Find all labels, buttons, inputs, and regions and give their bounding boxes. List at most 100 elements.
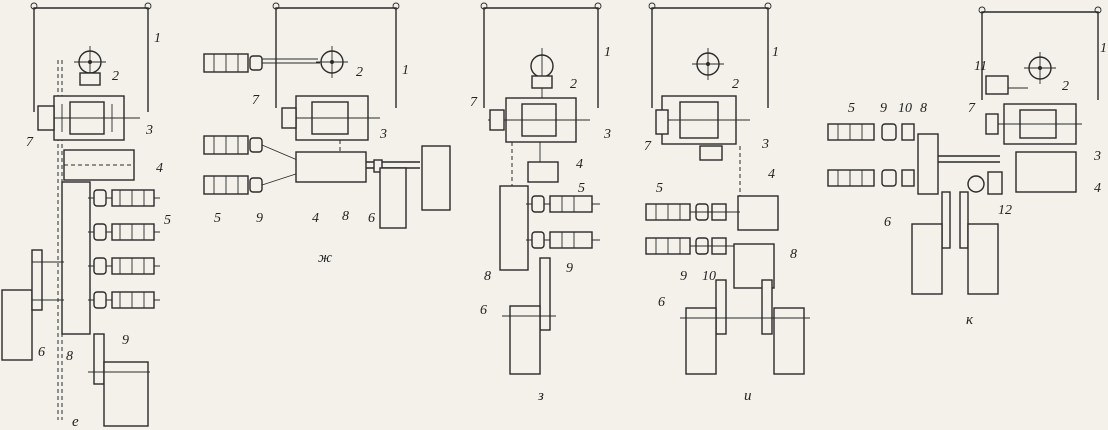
frame-1 (272, 2, 400, 108)
label-5: 5 (578, 181, 585, 196)
label-1: 1 (402, 63, 409, 78)
cutting-heads-5 (526, 195, 600, 249)
motor-2 (316, 46, 348, 78)
label-5: 5 (164, 213, 171, 228)
panel-caption: к (966, 312, 974, 328)
crawler-6 (379, 145, 451, 229)
label-9: 9 (566, 261, 573, 276)
label-2: 2 (112, 69, 119, 84)
label-4: 4 (768, 167, 775, 182)
label-2: 2 (732, 77, 739, 92)
cutting-heads-5 (827, 123, 915, 187)
panel-i-labels: 1 2 3 4 5 6 7 8 9 10 и (644, 45, 797, 404)
label-3: 3 (1093, 149, 1101, 164)
label-6: 6 (38, 345, 45, 360)
label-10: 10 (702, 269, 716, 284)
label-7: 7 (968, 101, 976, 116)
label-3: 3 (603, 127, 611, 142)
unit-3 (656, 95, 750, 145)
cutting-heads-5 (203, 135, 303, 195)
label-7: 7 (470, 95, 478, 110)
panel-caption: и (744, 388, 752, 404)
label-1: 1 (1100, 41, 1107, 56)
label-7: 7 (252, 93, 260, 108)
label-8: 8 (66, 349, 73, 364)
unit-3 (40, 95, 140, 141)
label-4: 4 (312, 211, 319, 226)
label-6: 6 (480, 303, 487, 318)
crawler-6 (911, 191, 999, 295)
label-3: 3 (761, 137, 769, 152)
label-2: 2 (356, 65, 363, 80)
label-5: 5 (656, 181, 663, 196)
label-2: 2 (1062, 79, 1069, 94)
unit-4 (63, 149, 135, 181)
crawler-6 (1, 249, 64, 361)
label-9: 9 (880, 101, 887, 116)
label-8: 8 (484, 269, 491, 284)
panel-caption: ж (318, 250, 332, 266)
distributor-8 (917, 133, 1000, 195)
cutting-heads-5 (645, 203, 740, 255)
frame-1 (978, 6, 1102, 100)
label-2: 2 (570, 77, 577, 92)
label-6: 6 (884, 215, 891, 230)
label-4: 4 (156, 161, 163, 176)
unit-3 (488, 97, 590, 143)
label-5: 5 (848, 101, 855, 116)
panel-caption: е (72, 414, 79, 430)
panel-zh-labels: 1 2 3 4 5 6 7 8 9 ж (214, 63, 409, 266)
unit-7 (281, 107, 297, 129)
crawler-6 (680, 279, 810, 375)
unit-12 (967, 171, 1003, 195)
motor-2 (530, 48, 554, 98)
unit-4 (737, 146, 779, 231)
label-10: 10 (898, 101, 912, 116)
unit-7 (489, 109, 505, 131)
label-9: 9 (122, 333, 129, 348)
label-1: 1 (772, 45, 779, 60)
crawler-bottom (88, 333, 150, 427)
panel-z: 1 2 3 4 5 6 7 8 9 з (470, 2, 611, 404)
label-6: 6 (368, 211, 375, 226)
panel-caption: з (537, 388, 544, 404)
unit-7 (655, 109, 669, 135)
label-6: 6 (658, 295, 665, 310)
panel-e-labels: 1 2 3 4 5 6 7 8 9 е (26, 31, 171, 430)
motor-2 (74, 46, 106, 86)
label-4: 4 (576, 157, 583, 172)
label-3: 3 (379, 127, 387, 142)
label-8: 8 (920, 101, 927, 116)
distributor-8 (499, 142, 529, 271)
label-9: 9 (680, 269, 687, 284)
frame-1 (480, 2, 602, 108)
label-5: 5 (214, 211, 221, 226)
label-7: 7 (644, 139, 652, 154)
unit-7 (37, 105, 55, 131)
label-3: 3 (145, 123, 153, 138)
panel-k: 1 2 3 4 5 6 7 8 9 10 11 12 к (827, 6, 1107, 328)
panel-k-labels: 1 2 3 4 5 6 7 8 9 10 11 12 к (848, 41, 1107, 328)
frame-1 (648, 2, 772, 108)
label-8: 8 (790, 247, 797, 262)
motor-2 (1024, 52, 1056, 84)
unit-7 (985, 113, 999, 135)
label-11: 11 (974, 59, 987, 74)
panel-zh: 1 2 3 4 5 6 7 8 9 ж (203, 2, 451, 266)
panel-e: 1 2 3 4 5 6 7 8 9 е (1, 2, 171, 430)
gear-block (699, 145, 723, 161)
label-8: 8 (342, 209, 349, 224)
label-1: 1 (604, 45, 611, 60)
unit-4 (295, 140, 367, 183)
unit-11 (985, 75, 1028, 95)
cutting-heads-5 (88, 189, 160, 309)
cutting-head-top (203, 53, 320, 73)
unit-3 (282, 95, 380, 141)
label-1: 1 (154, 31, 161, 46)
crawler-6 (502, 257, 556, 375)
unit-4 (527, 142, 559, 183)
frame-1 (30, 2, 152, 112)
label-12: 12 (998, 203, 1012, 218)
panel-i: 1 2 3 4 5 6 7 8 9 10 и (644, 2, 810, 404)
